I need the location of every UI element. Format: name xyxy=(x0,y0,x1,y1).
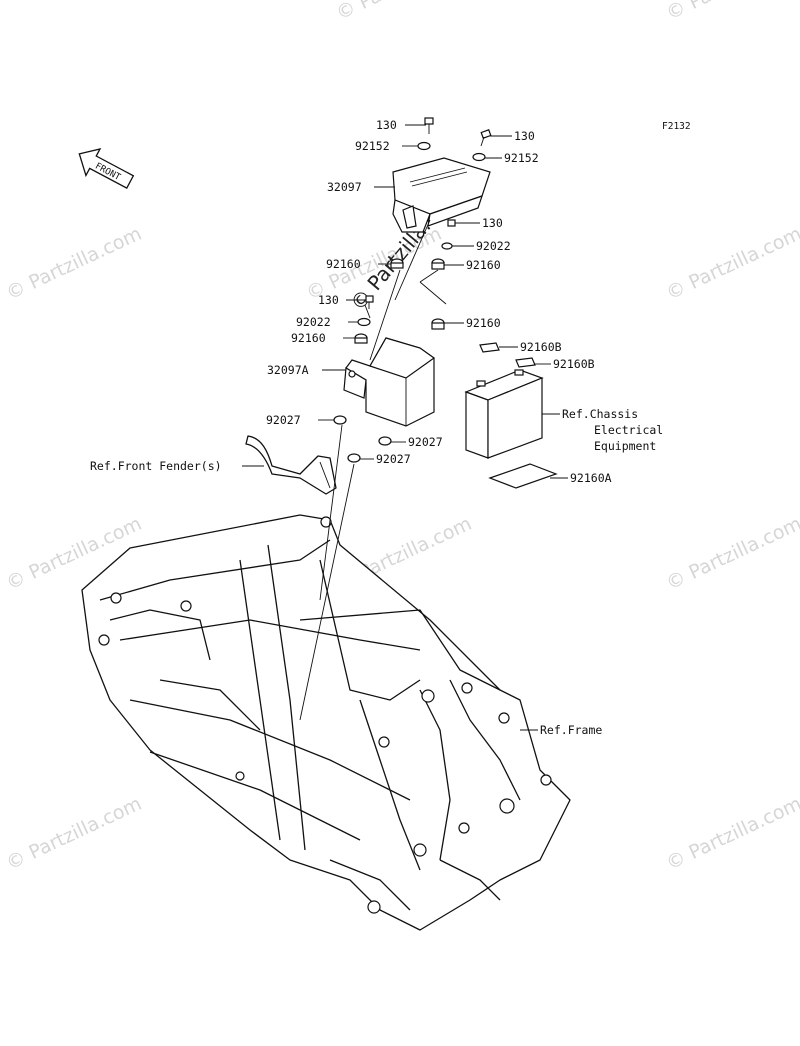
label-92160-b: 92160 xyxy=(466,258,501,272)
watermark: © Partzilla.com xyxy=(333,0,475,25)
label-92152-right: 92152 xyxy=(504,151,539,165)
label-92027-c: 92027 xyxy=(376,452,411,466)
watermark: © Partzilla.com xyxy=(663,513,800,595)
label-92160A: 92160A xyxy=(570,471,612,485)
label-ref-chassis-2: Electrical xyxy=(594,423,663,437)
label-130-top-right: 130 xyxy=(514,129,535,143)
label-32097: 32097 xyxy=(327,180,362,194)
pad-92160B-a xyxy=(479,342,500,353)
label-32097A: 32097A xyxy=(267,363,309,377)
label-130-lower: 130 xyxy=(318,293,339,307)
watermark: © Partzilla.com xyxy=(663,793,800,875)
label-92160B-a: 92160B xyxy=(520,340,562,354)
label-92160-d: 92160 xyxy=(466,316,501,330)
label-ref-chassis-1: Ref.Chassis xyxy=(562,407,638,421)
washer-92022-mid xyxy=(441,242,453,250)
label-92160B-b: 92160B xyxy=(553,357,595,371)
label-92160-a: 92160 xyxy=(326,257,361,271)
nut-92027-b xyxy=(378,436,392,446)
battery-case-32097A xyxy=(343,337,436,427)
nut-92027-a xyxy=(333,415,347,425)
collar-92160-c xyxy=(354,333,368,344)
watermark: © Partzilla.com xyxy=(3,223,145,305)
label-92160-c: 92160 xyxy=(291,331,326,345)
collar-92160-b xyxy=(431,258,445,270)
label-92027-a: 92027 xyxy=(266,413,301,427)
watermark: © Partzilla.com xyxy=(3,793,145,875)
label-130-mid: 130 xyxy=(482,216,503,230)
collar-92160-d xyxy=(431,318,445,330)
bolt-130-mid xyxy=(447,219,456,227)
label-92022-lower: 92022 xyxy=(296,315,331,329)
collar-92160-a xyxy=(390,258,404,269)
front-fender-bracket xyxy=(245,435,337,495)
bolt-130-top xyxy=(424,117,434,134)
washer-92152-left xyxy=(417,141,431,151)
part-labels: 130 130 92152 92152 32097 130 92022 9216… xyxy=(90,118,663,737)
watermark: © Partzilla.com xyxy=(663,0,800,25)
pad-92160B-b xyxy=(515,357,536,368)
label-92152-left: 92152 xyxy=(355,139,390,153)
front-arrow-icon: FRONT xyxy=(78,148,135,190)
watermark: © Partzilla.com xyxy=(663,223,800,305)
label-92027-b: 92027 xyxy=(408,435,443,449)
label-92022-mid: 92022 xyxy=(476,239,511,253)
battery-icon xyxy=(464,369,544,459)
battery-holder-32097 xyxy=(392,157,491,233)
figure-code: F2132 xyxy=(662,121,691,132)
pad-92160A xyxy=(488,463,558,489)
washer-92022-lower xyxy=(357,317,371,327)
label-ref-front-fender: Ref.Front Fender(s) xyxy=(90,459,222,473)
bolt-130-top-right xyxy=(480,129,492,147)
washer-92152-right xyxy=(472,152,486,162)
label-130-top: 130 xyxy=(376,118,397,132)
bolt-130-lower xyxy=(365,295,374,309)
label-ref-frame: Ref.Frame xyxy=(540,723,602,737)
nut-92027-c xyxy=(347,453,361,463)
leader-lines xyxy=(242,124,568,731)
motorcycle-frame xyxy=(81,514,571,931)
label-ref-chassis-3: Equipment xyxy=(594,439,656,453)
